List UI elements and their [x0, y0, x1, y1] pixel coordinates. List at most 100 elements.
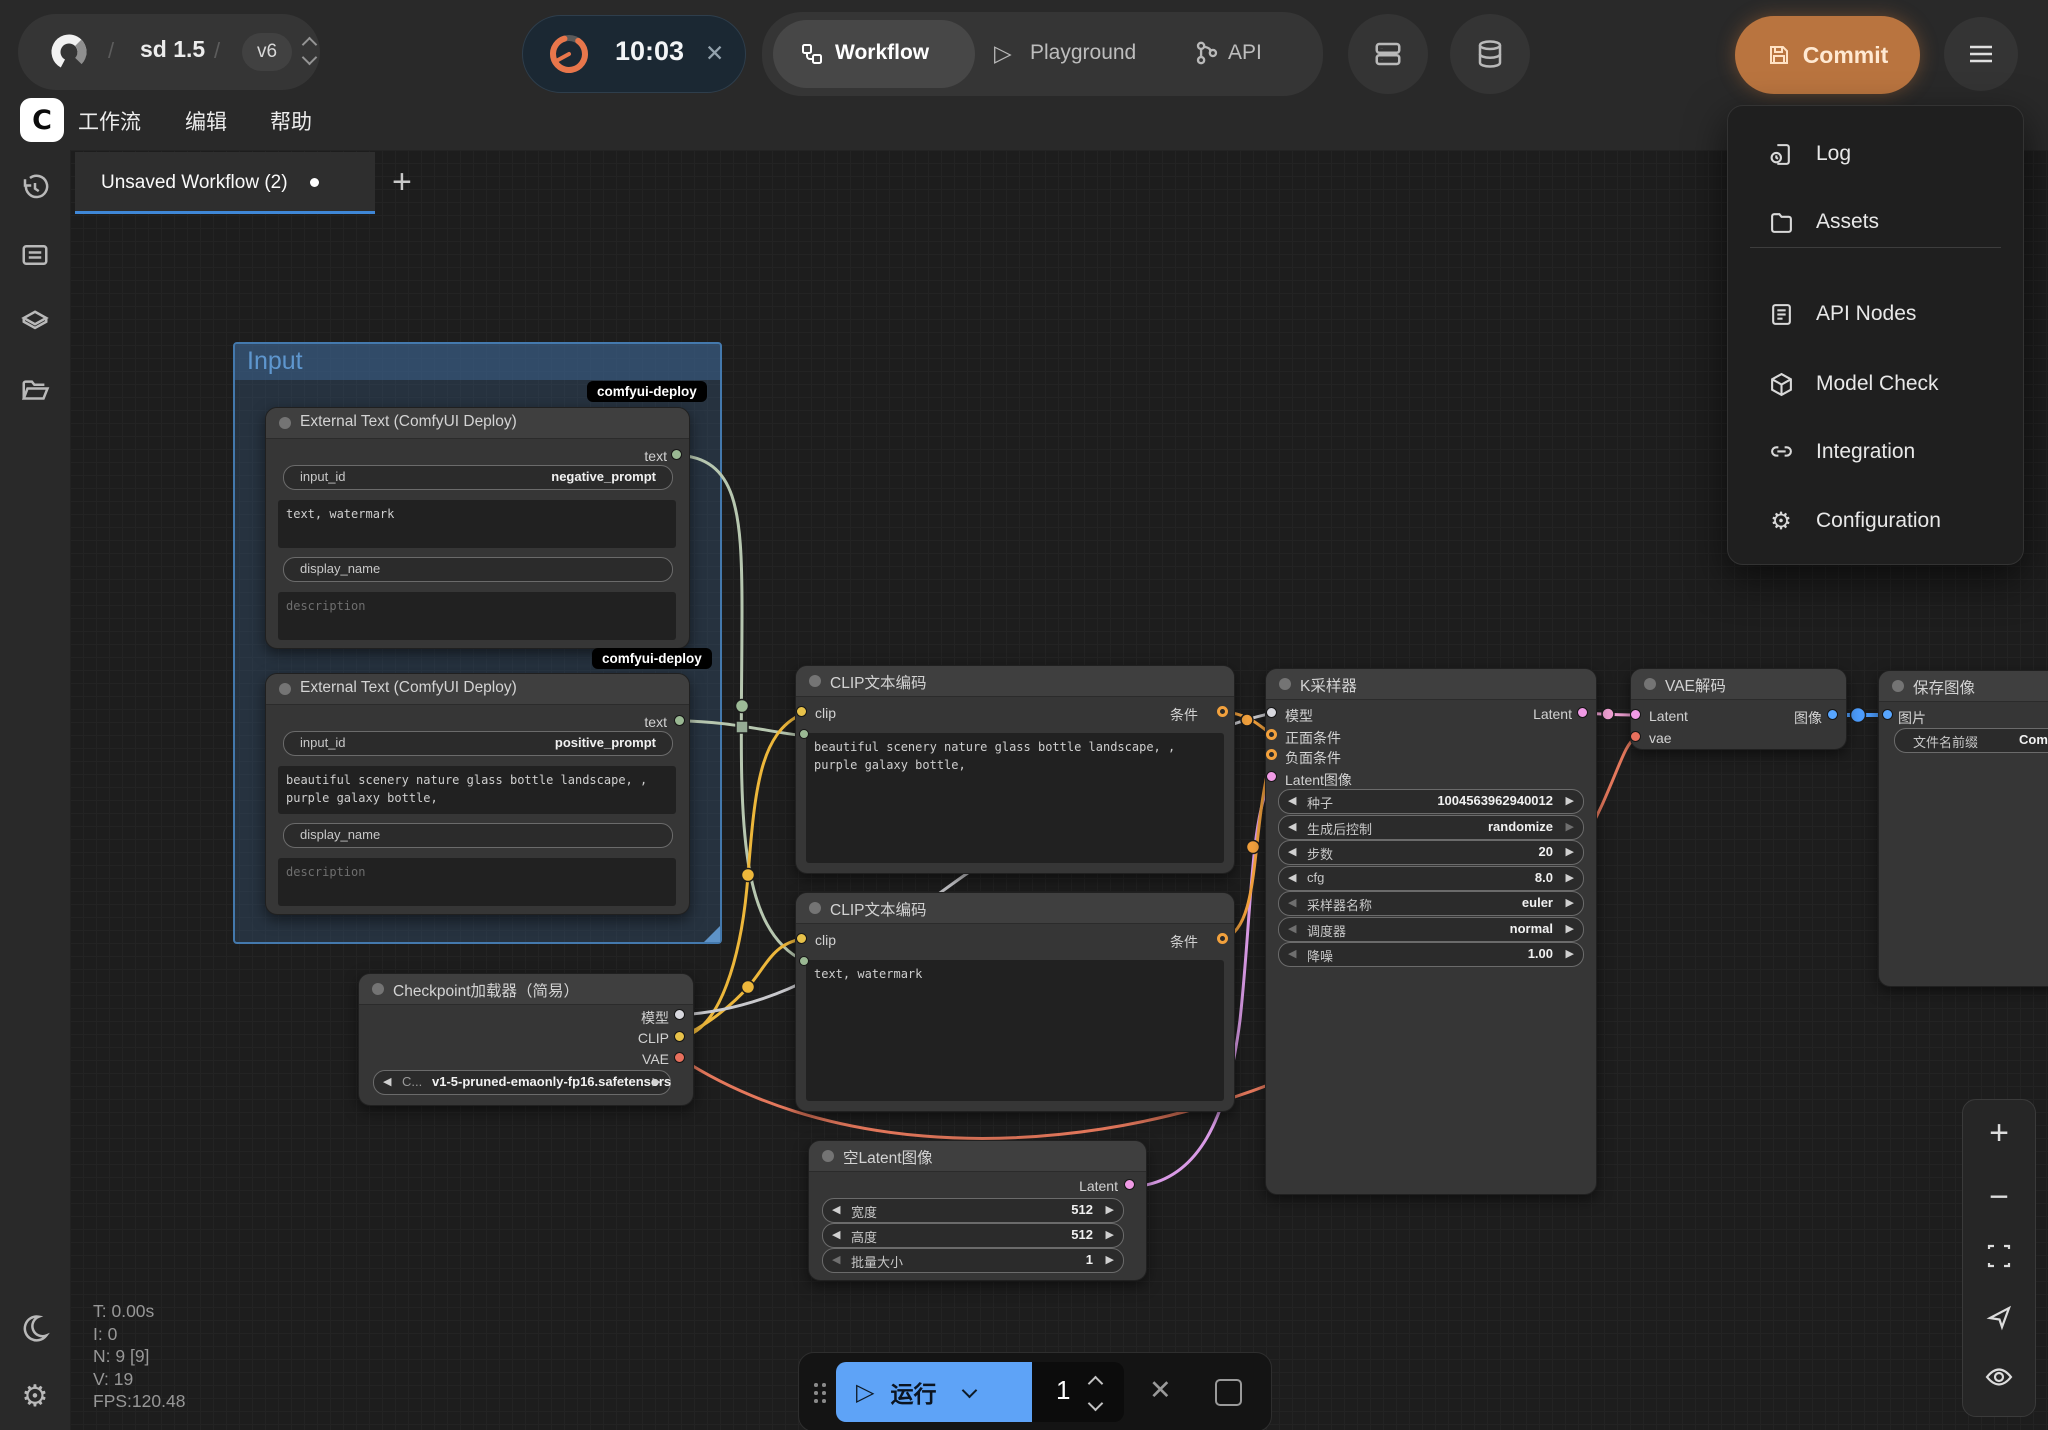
cancel-run-icon[interactable]: ✕ [1149, 1375, 1172, 1406]
input-group-titlebar[interactable] [235, 344, 720, 380]
zoom-out-button[interactable]: − [1963, 1178, 2035, 1217]
port-text-output[interactable] [674, 715, 685, 726]
description-textarea[interactable]: description [278, 592, 676, 640]
tab-workflow[interactable]: Workflow [773, 20, 975, 88]
node-clip-text-encode-negative[interactable]: CLIP文本编码 clip 条件 text, watermark [795, 892, 1235, 1112]
node-collapse-dot[interactable] [1279, 678, 1291, 690]
port-cond-output[interactable] [1217, 706, 1228, 717]
workflow-list-icon[interactable] [17, 237, 53, 273]
prompt-textarea[interactable]: beautiful scenery nature glass bottle la… [806, 733, 1224, 863]
port-model-output[interactable] [674, 1009, 685, 1020]
node-collapse-dot[interactable] [809, 675, 821, 687]
node-checkpoint-loader[interactable]: Checkpoint加载器（简易） 模型 CLIP VAE ◀ C... v1-… [358, 973, 694, 1106]
port-image-output[interactable] [1827, 709, 1838, 720]
menu-workflow[interactable]: 工作流 [78, 106, 141, 136]
storage-button[interactable] [1450, 14, 1530, 94]
prompt-textarea[interactable]: text, watermark [806, 960, 1224, 1101]
new-tab-button[interactable]: + [392, 163, 412, 202]
input-id-widget[interactable]: input_id negative_prompt [283, 465, 673, 490]
menu-item-model-check[interactable]: Model Check [1728, 356, 2023, 412]
node-collapse-dot[interactable] [1644, 678, 1656, 690]
comfy-deploy-logo-icon[interactable] [46, 29, 92, 75]
menu-edit[interactable]: 编辑 [185, 106, 227, 136]
port-text-widget-input[interactable] [799, 729, 809, 739]
decrement-arrow-icon[interactable]: ◀ [832, 1253, 840, 1266]
menu-item-assets[interactable]: Assets [1728, 194, 2023, 250]
port-latent-output[interactable] [1124, 1179, 1135, 1190]
text-default-textarea[interactable]: text, watermark [278, 500, 676, 548]
decrement-arrow-icon[interactable]: ◀ [1288, 947, 1296, 960]
stop-icon[interactable] [1215, 1379, 1242, 1406]
port-text-output[interactable] [671, 449, 682, 460]
decrement-arrow-icon[interactable]: ◀ [1288, 896, 1296, 909]
increment-arrow-icon[interactable]: ▶ [1566, 871, 1574, 884]
decrement-arrow-icon[interactable]: ◀ [832, 1228, 840, 1241]
node-collapse-dot[interactable] [279, 417, 291, 429]
increment-arrow-icon[interactable]: ▶ [1566, 794, 1574, 807]
port-clip-output[interactable] [674, 1031, 685, 1042]
increment-arrow-icon[interactable]: ▶ [1566, 922, 1574, 935]
port-vae-output[interactable] [674, 1052, 685, 1063]
theme-moon-icon[interactable] [17, 1310, 53, 1346]
menu-item-log[interactable]: Log [1728, 126, 2023, 182]
decrement-arrow-icon[interactable]: ◀ [1288, 845, 1296, 858]
display-name-widget[interactable]: display_name [283, 557, 673, 582]
denoise-widget[interactable]: ◀ 降噪 1.00 ▶ [1278, 942, 1584, 967]
control-after-generate-widget[interactable]: ◀ 生成后控制 randomize ▶ [1278, 815, 1584, 840]
history-icon[interactable] [17, 170, 53, 206]
tab-playground[interactable]: Playground [1030, 41, 1136, 65]
cfg-widget[interactable]: ◀ cfg 8.0 ▶ [1278, 866, 1584, 891]
run-button[interactable]: ▷ 运行 [836, 1362, 1032, 1422]
commit-button[interactable]: Commit [1735, 16, 1920, 94]
seed-widget[interactable]: ◀ 种子 1004563962940012 ▶ [1278, 789, 1584, 814]
node-collapse-dot[interactable] [279, 683, 291, 695]
count-up-icon[interactable] [1088, 1376, 1104, 1392]
decrement-arrow-icon[interactable]: ◀ [1288, 820, 1296, 833]
height-widget[interactable]: ◀ 高度 512 ▶ [822, 1223, 1124, 1248]
increment-arrow-icon[interactable]: ▶ [1566, 845, 1574, 858]
menu-help[interactable]: 帮助 [270, 106, 312, 136]
node-clip-text-encode-positive[interactable]: CLIP文本编码 clip 条件 beautiful scenery natur… [795, 665, 1235, 874]
port-model-input[interactable] [1266, 707, 1277, 718]
group-resize-handle[interactable] [704, 926, 720, 942]
comfyui-logo[interactable]: C [20, 98, 64, 142]
zoom-in-button[interactable]: + [1963, 1114, 2035, 1153]
decrement-arrow-icon[interactable]: ◀ [1288, 871, 1296, 884]
increment-arrow-icon[interactable]: ▶ [1106, 1253, 1114, 1266]
port-vae-input[interactable] [1630, 731, 1641, 742]
version-selector[interactable]: v6 [242, 33, 292, 71]
increment-arrow-icon[interactable]: ▶ [1566, 896, 1574, 909]
count-down-icon[interactable] [1088, 1396, 1104, 1412]
node-save-image[interactable]: 保存图像 图片 文件名前缀 Comf [1878, 670, 2048, 987]
port-cond-output[interactable] [1217, 933, 1228, 944]
node-collapse-dot[interactable] [822, 1150, 834, 1162]
input-id-widget[interactable]: input_id positive_prompt [283, 731, 673, 756]
decrement-arrow-icon[interactable]: ◀ [1288, 794, 1296, 807]
steps-widget[interactable]: ◀ 步数 20 ▶ [1278, 840, 1584, 865]
menu-item-api-nodes[interactable]: API Nodes [1728, 286, 2023, 342]
pan-navigate-button[interactable] [1963, 1302, 2035, 1332]
description-textarea[interactable]: description [278, 858, 676, 906]
ckpt-name-widget[interactable]: ◀ C... v1-5-pruned-emaonly-fp16.safetens… [373, 1070, 671, 1095]
port-image-input[interactable] [1882, 709, 1893, 720]
increment-arrow-icon[interactable]: ▶ [1566, 947, 1574, 960]
node-vae-decode[interactable]: VAE解码 Latent vae 图像 [1630, 668, 1847, 750]
node-external-text-positive[interactable]: External Text (ComfyUI Deploy) text inpu… [265, 673, 690, 915]
port-latent-input[interactable] [1630, 709, 1641, 720]
width-widget[interactable]: ◀ 宽度 512 ▶ [822, 1198, 1124, 1223]
increment-arrow-icon[interactable]: ▶ [1106, 1203, 1114, 1216]
port-clip-input[interactable] [796, 706, 807, 717]
main-menu-button[interactable] [1944, 17, 2018, 91]
text-default-textarea[interactable]: beautiful scenery nature glass bottle la… [278, 766, 676, 814]
sampler-name-widget[interactable]: ◀ 采样器名称 euler ▶ [1278, 891, 1584, 916]
node-external-text-negative[interactable]: External Text (ComfyUI Deploy) text inpu… [265, 407, 690, 649]
machines-button[interactable] [1348, 14, 1428, 94]
port-latent-output[interactable] [1577, 707, 1588, 718]
menu-item-integration[interactable]: Integration [1728, 424, 2023, 480]
port-clip-input[interactable] [796, 933, 807, 944]
increment-arrow-icon[interactable]: ▶ [653, 1075, 661, 1088]
filename-prefix-widget[interactable]: 文件名前缀 Comf [1894, 728, 2048, 753]
batch-size-widget[interactable]: ◀ 批量大小 1 ▶ [822, 1248, 1124, 1273]
project-name[interactable]: sd 1.5 [140, 36, 205, 63]
node-empty-latent[interactable]: 空Latent图像 Latent ◀ 宽度 512 ▶ ◀ 高度 512 ▶ ◀… [808, 1140, 1147, 1281]
